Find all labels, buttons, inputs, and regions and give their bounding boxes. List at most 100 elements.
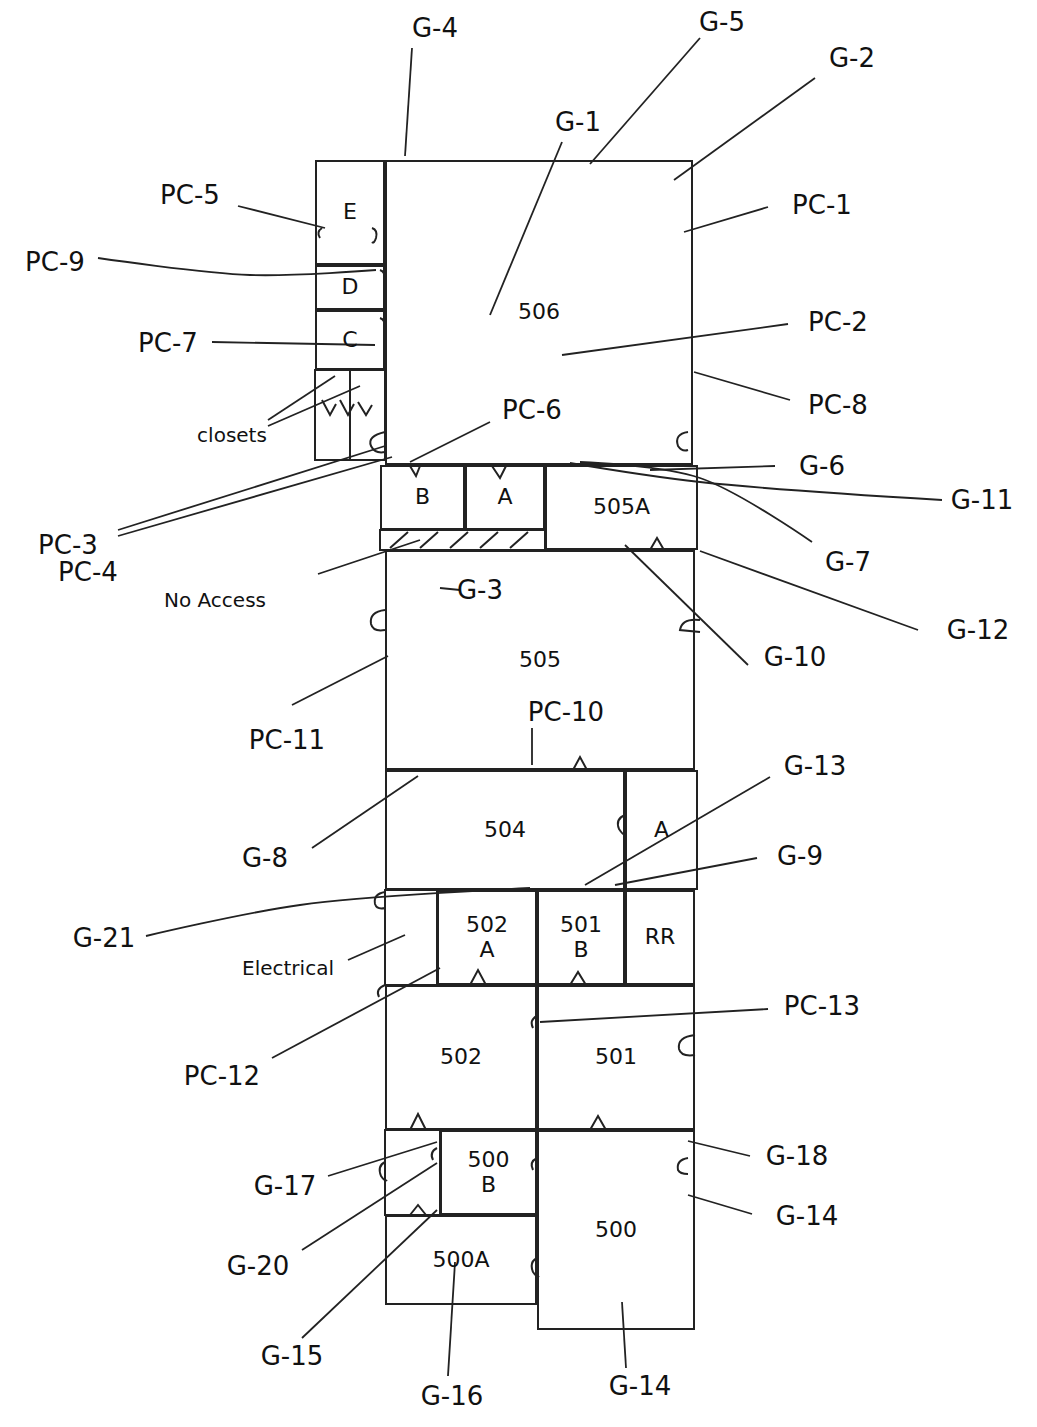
room: 501 B	[537, 890, 625, 985]
callout-label: G-10	[764, 643, 827, 672]
callout-label: PC-2	[808, 308, 868, 337]
plan-mark	[410, 466, 420, 476]
plan-mark	[375, 892, 385, 909]
leader-line	[694, 372, 790, 400]
room-number: 501	[595, 1045, 637, 1069]
callout-label: G-16	[421, 1382, 484, 1411]
leader-line	[540, 1009, 768, 1022]
leader-line	[590, 38, 700, 164]
callout-label: PC-11	[249, 726, 325, 755]
plan-mark	[410, 1205, 426, 1215]
room: B	[380, 465, 465, 530]
callout-label: G-5	[699, 8, 745, 37]
leader-line	[585, 777, 770, 885]
callout-label: closets	[197, 424, 267, 446]
callout-label: G-7	[825, 548, 871, 577]
callout-label: G-8	[242, 844, 288, 873]
plan-mark	[371, 610, 385, 630]
room-number: 505	[519, 648, 561, 672]
leader-line	[580, 462, 812, 542]
room-number: C	[342, 328, 357, 352]
callout-label: PC-6	[502, 396, 562, 425]
leader-line	[622, 1302, 626, 1368]
room: C	[315, 310, 385, 370]
leader-line	[302, 1163, 437, 1250]
leader-line	[562, 324, 788, 355]
room-number: 500 B	[468, 1148, 510, 1196]
leader-line	[531, 728, 533, 765]
callout-label: No Access	[160, 589, 270, 611]
room-number: 502	[440, 1045, 482, 1069]
callout-label: G-4	[412, 14, 458, 43]
plan-mark	[678, 1158, 688, 1174]
room: RR	[625, 890, 695, 985]
callout-label: G-13	[784, 752, 847, 781]
leader-line	[490, 142, 562, 315]
room: 500 B	[440, 1130, 537, 1215]
callout-label: PC-13	[784, 992, 860, 1021]
room-number: 500A	[432, 1248, 489, 1272]
plan-mark	[680, 620, 700, 632]
room-number: B	[415, 485, 430, 509]
room-outline	[380, 530, 545, 550]
callout-label: PC-9	[25, 248, 85, 277]
room-number: 500	[595, 1218, 637, 1242]
callout-label: G-2	[829, 44, 875, 73]
leader-line	[405, 48, 412, 156]
callout-label: G-11	[951, 486, 1014, 515]
callout-label: G-21	[73, 924, 136, 953]
plan-mark	[349, 370, 351, 460]
leader-line	[268, 386, 360, 426]
room: 500	[537, 1130, 695, 1330]
plan-mark	[410, 1114, 426, 1130]
leader-line	[615, 858, 757, 885]
leader-line	[348, 935, 405, 960]
callout-label: G-9	[777, 842, 823, 871]
leader-line	[318, 540, 420, 574]
plan-mark	[378, 985, 385, 997]
callout-label: PC-4	[58, 558, 118, 587]
room-number: D	[342, 275, 359, 299]
leader-line	[410, 422, 490, 462]
room-number: 506	[518, 300, 560, 324]
callout-label: G-14	[609, 1372, 672, 1401]
plan-mark	[318, 228, 322, 238]
callout-label: PC-3	[38, 531, 98, 560]
callout-label: PC-5	[160, 181, 220, 210]
room-number: 505A	[593, 495, 650, 519]
plan-mark	[390, 532, 528, 548]
plan-mark	[322, 400, 372, 415]
room: E	[315, 160, 385, 265]
callout-label: G-17	[254, 1172, 317, 1201]
callout-label: G-12	[947, 616, 1010, 645]
room: A	[625, 770, 698, 890]
leader-line	[238, 206, 325, 228]
callout-label: PC-7	[138, 329, 198, 358]
callout-label: PC-12	[184, 1062, 260, 1091]
callout-label: G-20	[227, 1252, 290, 1281]
callout-label: G-3	[457, 576, 503, 605]
room: A	[465, 465, 545, 530]
plan-mark	[432, 1148, 437, 1160]
callout-label: PC-1	[792, 191, 852, 220]
callout-label: G-14	[776, 1202, 839, 1231]
plan-mark	[372, 228, 377, 243]
room: 501	[537, 985, 695, 1130]
room-number: A	[497, 485, 512, 509]
callout-label: G-1	[555, 108, 601, 137]
leader-line	[272, 968, 440, 1058]
plan-mark	[470, 970, 486, 985]
room-number: E	[343, 200, 357, 224]
leader-line	[268, 376, 335, 420]
callout-label: G-6	[799, 452, 845, 481]
plan-mark	[380, 1162, 387, 1181]
room-number: 504	[484, 818, 526, 842]
plan-mark	[679, 1035, 695, 1055]
leader-line	[448, 1262, 455, 1376]
room: 504	[385, 770, 625, 890]
leader-line	[118, 457, 392, 536]
leader-line	[328, 1142, 437, 1176]
leader-line	[688, 1195, 752, 1214]
room: 500A	[385, 1215, 537, 1305]
